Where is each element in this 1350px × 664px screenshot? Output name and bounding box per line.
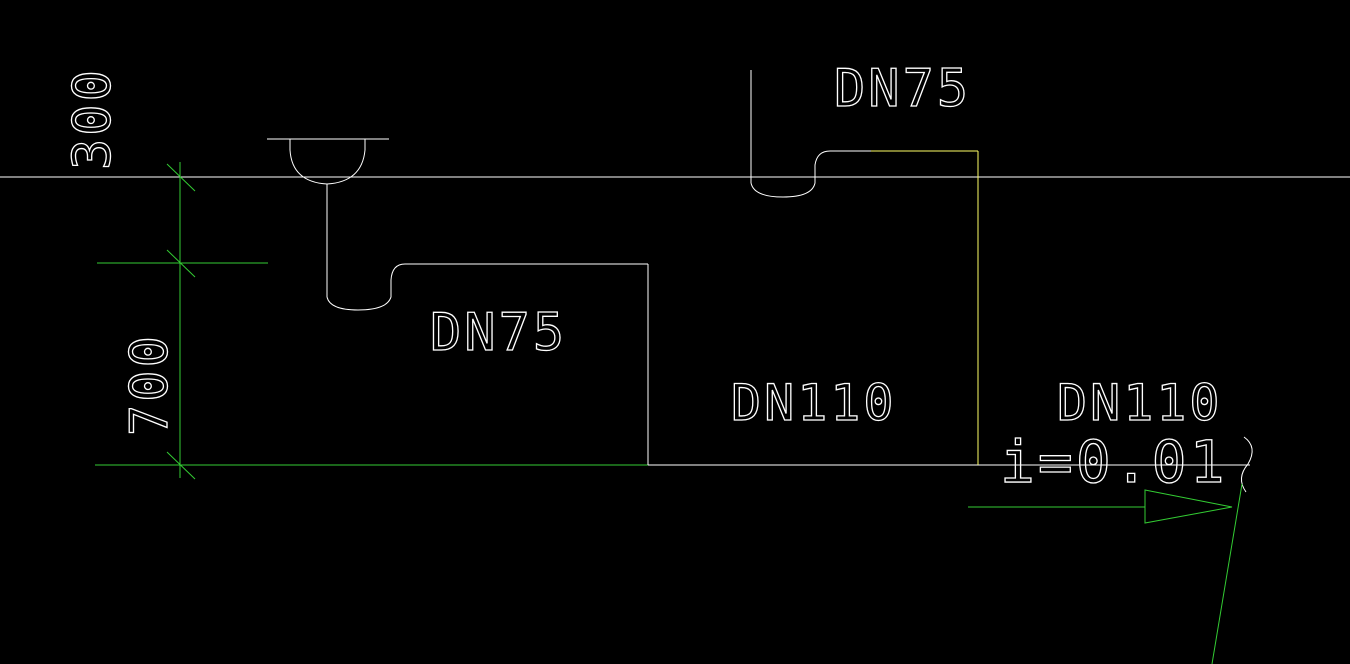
p-trap-icon (326, 184, 447, 311)
label-branch-left: DN75 (430, 303, 567, 363)
label-main-middle: DN110 (731, 374, 897, 432)
branch-pipe-left (447, 263, 649, 465)
dimension-upper-text: 300 (63, 67, 123, 170)
p-trap-right-icon (750, 70, 871, 198)
branch-pipe-right (871, 150, 979, 465)
label-main-right: DN110 (1057, 374, 1223, 432)
dimension-tick-bottom (166, 451, 196, 480)
leader-line (1211, 483, 1243, 664)
dimension-lower-text: 700 (120, 333, 180, 436)
slope-arrow-icon (968, 489, 1233, 524)
label-branch-right: DN75 (834, 59, 971, 119)
dimension-tick-middle (166, 249, 196, 278)
dimension-tick-top (166, 163, 196, 192)
break-mark-icon (1241, 436, 1253, 493)
slope-label: i=0.01 (1000, 428, 1228, 496)
